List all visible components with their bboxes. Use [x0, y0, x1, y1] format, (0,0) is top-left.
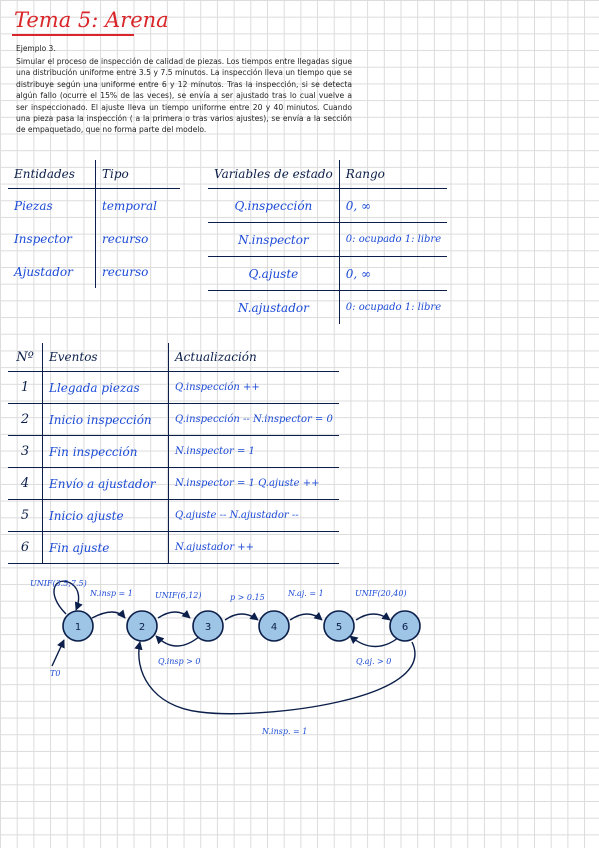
state-var-range: 0, ∞ — [339, 256, 448, 291]
edge-1-2 — [91, 609, 126, 619]
event-number: 5 — [8, 499, 43, 532]
label-edge-6-2: N.insp. = 1 — [261, 727, 307, 736]
entity-name: Inspector — [8, 222, 96, 255]
graph-node-6: 6 — [389, 610, 421, 642]
event-number: 4 — [8, 467, 43, 500]
edge-6-2 — [134, 641, 416, 715]
events-header-number: Nº — [8, 343, 43, 372]
events-header-event: Eventos — [42, 343, 169, 372]
example-description: Simular el proceso de inspección de cali… — [16, 57, 352, 135]
svg-text:4: 4 — [271, 622, 277, 633]
page-title: Tema 5: Arena — [14, 8, 169, 32]
event-graph: 1 2 3 4 5 6 UNIF(3.5,7.5) N.insp = 1 UNI… — [30, 579, 421, 736]
event-name: Fin ajuste — [42, 531, 169, 564]
edge-2-3 — [157, 609, 191, 619]
event-update: N.inspector = 1 Q.ajuste ++ — [168, 467, 339, 500]
label-edge-3-2: Q.insp > 0 — [158, 657, 201, 666]
edge-3-2 — [155, 635, 201, 647]
label-edge-3-4: p > 0.15 — [230, 593, 265, 602]
vars-header-name: Variables de estado — [208, 160, 340, 189]
init-edge — [51, 639, 65, 667]
graph-node-5: 5 — [323, 610, 355, 642]
edge-6-5 — [349, 635, 399, 648]
entity-name: Piezas — [8, 188, 96, 222]
edge-4-5 — [289, 611, 323, 621]
label-edge-1-2: N.insp = 1 — [89, 589, 133, 598]
event-name: Inicio ajuste — [42, 499, 169, 532]
event-name: Llegada piezas — [42, 371, 169, 404]
svg-text:1: 1 — [75, 622, 81, 633]
event-number: 1 — [8, 371, 43, 404]
label-self-loop-1: UNIF(3.5,7.5) — [30, 579, 87, 588]
graph-node-2: 2 — [126, 610, 158, 642]
svg-text:2: 2 — [139, 622, 145, 633]
label-init: T0 — [50, 669, 60, 678]
entity-type: temporal — [102, 198, 157, 213]
entity-type: recurso — [102, 231, 149, 246]
state-var-range: 0: ocupado 1: libre — [345, 301, 442, 313]
svg-text:5: 5 — [336, 622, 342, 633]
edge-3-4 — [224, 612, 259, 621]
event-update: Q.inspección ++ — [168, 371, 339, 404]
entities-table: Entidades Tipo Piezas temporal Inspector… — [8, 160, 180, 288]
graph-node-4: 4 — [258, 610, 290, 642]
entity-name: Ajustador — [8, 255, 96, 288]
graph-node-1: 1 — [62, 610, 94, 642]
state-var-name: Q.ajuste — [208, 256, 340, 291]
svg-text:6: 6 — [402, 622, 408, 633]
event-name: Envío a ajustador — [42, 467, 169, 500]
entities-header-name: Entidades — [8, 160, 96, 189]
graph-node-3: 3 — [192, 610, 224, 642]
events-table: Nº Eventos Actualización 1 Llegada pieza… — [8, 343, 339, 564]
state-var-name: N.inspector — [208, 222, 340, 257]
entity-type: recurso — [102, 264, 149, 279]
event-number: 3 — [8, 435, 43, 468]
event-update: N.ajustador ++ — [168, 531, 339, 564]
event-name: Inicio inspección — [42, 403, 169, 436]
label-edge-6-5: Q.aj. > 0 — [356, 657, 391, 666]
events-header-update: Actualización — [168, 343, 339, 372]
state-var-name: N.ajustador — [208, 290, 340, 324]
label-edge-4-5: N.aj. = 1 — [287, 589, 324, 598]
state-variables-table: Variables de estado Rango Q.inspección 0… — [208, 160, 448, 324]
state-var-range: 0: ocupado 1: libre — [339, 222, 448, 257]
entities-header-type: Tipo — [95, 160, 180, 189]
svg-text:3: 3 — [205, 622, 211, 633]
event-update: Q.inspección -- N.inspector = 0 — [168, 403, 339, 436]
self-loop-1-edge — [53, 580, 83, 615]
state-var-name: Q.inspección — [208, 188, 340, 223]
state-var-range: 0, ∞ — [339, 188, 448, 223]
edge-5-6 — [355, 612, 391, 621]
vars-header-range: Rango — [339, 160, 448, 189]
label-edge-5-6: UNIF(20,40) — [355, 589, 407, 598]
event-update: Q.ajuste -- N.ajustador -- — [168, 499, 339, 532]
event-update: N.inspector = 1 — [168, 435, 339, 468]
title-underline — [12, 34, 134, 36]
example-label: Ejemplo 3. — [16, 44, 56, 53]
label-edge-2-3: UNIF(6,12) — [155, 591, 202, 600]
event-number: 6 — [8, 531, 43, 564]
event-number: 2 — [8, 403, 43, 436]
event-name: Fin inspección — [42, 435, 169, 468]
